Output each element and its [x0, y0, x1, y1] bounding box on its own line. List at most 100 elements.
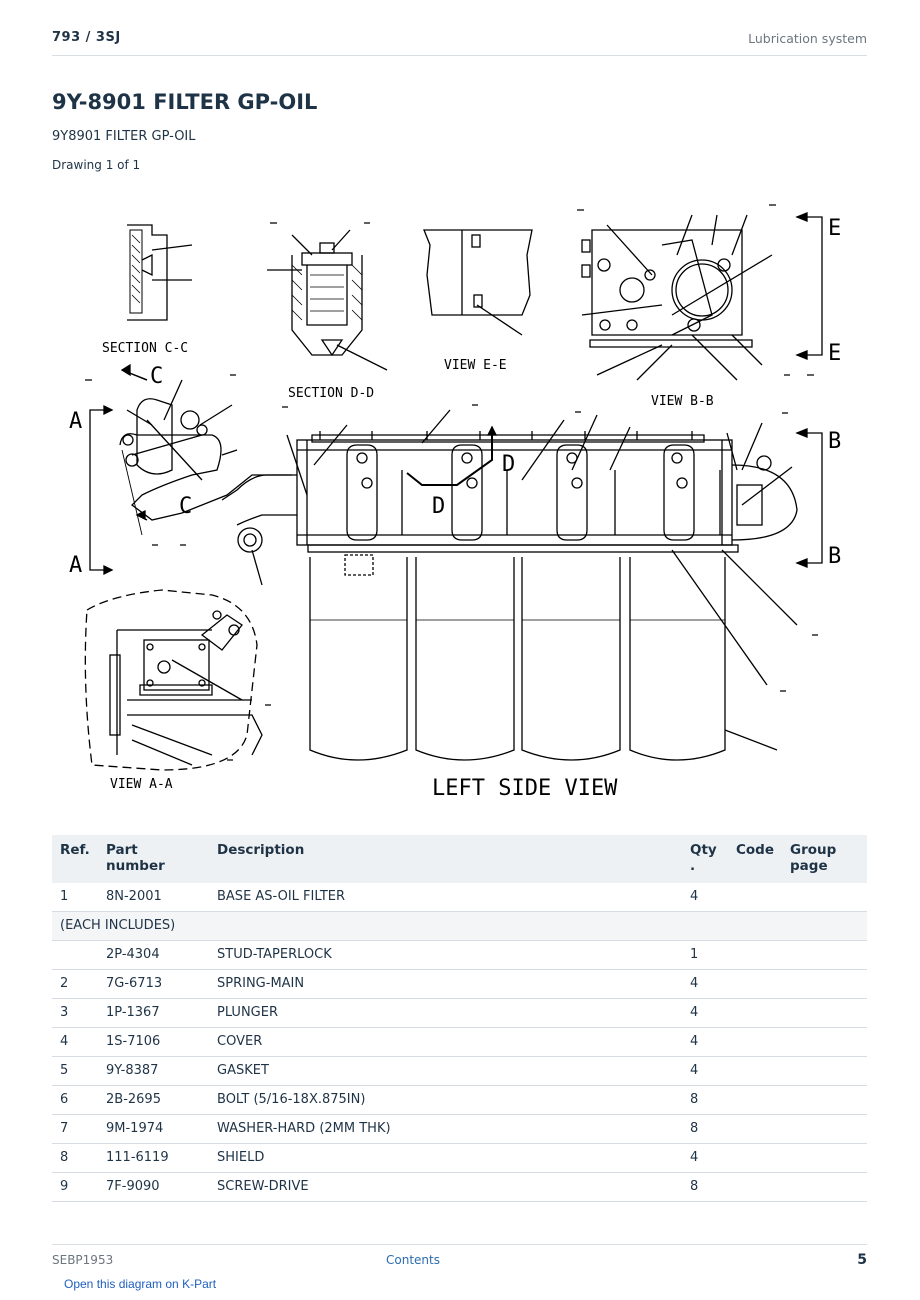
open-kpart-link[interactable]: Open this diagram on K-Part — [64, 1277, 217, 1291]
table-note-row: (EACH INCLUDES) — [52, 911, 867, 941]
cell-ref: 8 — [52, 1143, 98, 1173]
cell-code — [728, 1027, 783, 1057]
view-ee-label: VIEW E-E — [444, 358, 507, 373]
a-top-label: A — [69, 409, 82, 434]
cell-ref: 7 — [52, 1114, 98, 1144]
cell-group-page — [782, 1056, 867, 1086]
cell-description: WASHER-HARD (2MM THK) — [209, 1114, 682, 1144]
view-ee-drawing — [423, 229, 533, 336]
cell-ref: 4 — [52, 1027, 98, 1057]
page-number: 5 — [857, 1252, 867, 1268]
b-bottom-label: B — [828, 544, 841, 569]
col-qty: Qty . — [682, 835, 728, 883]
cell-group-page — [782, 1143, 867, 1173]
cell-qty: 8 — [682, 1085, 728, 1115]
e-top-label: E — [828, 216, 841, 241]
cell-qty: 4 — [682, 1027, 728, 1057]
cell-code — [728, 1172, 783, 1202]
cell-ref: 6 — [52, 1085, 98, 1115]
cell-group-page — [782, 1027, 867, 1057]
cell-description: SCREW-DRIVE — [209, 1172, 682, 1202]
view-aa-label: VIEW A-A — [110, 777, 173, 792]
cell-part-number: 1S-7106 — [98, 1027, 209, 1057]
cell-part-number: 8N-2001 — [98, 883, 209, 912]
cell-description: PLUNGER — [209, 998, 682, 1028]
cell-description: STUD-TAPERLOCK — [209, 940, 682, 970]
cell-qty: 4 — [682, 1143, 728, 1173]
cell-ref: 2 — [52, 969, 98, 999]
cell-qty: 4 — [682, 883, 728, 912]
cell-part-number: 2B-2695 — [98, 1085, 209, 1115]
c-bottom-label: C — [179, 494, 192, 519]
model-breadcrumb: 793 / 3SJ — [52, 30, 121, 45]
cell-description: BOLT (5/16-18X.875IN) — [209, 1085, 682, 1115]
table-row: 2P-4304 STUD-TAPERLOCK 1 — [52, 940, 867, 970]
cell-part-number: 7G-6713 — [98, 969, 209, 999]
table-row: 3 1P-1367 PLUNGER 4 — [52, 998, 867, 1028]
section-name: Lubrication system — [748, 31, 867, 46]
cell-qty: 4 — [682, 998, 728, 1028]
cell-group-page — [782, 969, 867, 999]
table-row: 2 7G-6713 SPRING-MAIN 4 — [52, 969, 867, 999]
cell-code — [728, 1114, 783, 1144]
col-ref: Ref. — [52, 835, 98, 883]
e-bottom-label: E — [828, 341, 841, 366]
cell-code — [728, 883, 783, 912]
drawing-number: Drawing 1 of 1 — [52, 158, 141, 172]
cell-qty: 8 — [682, 1172, 728, 1202]
view-bb-drawing — [577, 204, 814, 381]
table-header-row: Ref. Part number Description Qty . Code … — [52, 835, 867, 883]
section-cc-label: SECTION C-C — [102, 341, 188, 356]
col-group-page: Group page — [782, 835, 867, 883]
d-right-label: D — [502, 452, 515, 477]
cell-group-page — [782, 1172, 867, 1202]
cell-group-page — [782, 1085, 867, 1115]
parts-diagram[interactable]: SECTION C-C SECTION D-D VIEW E-E VIEW B-… — [52, 195, 867, 815]
section-cc-drawing — [127, 224, 193, 321]
a-bottom-label: A — [69, 553, 82, 578]
cell-note: (EACH INCLUDES) — [52, 911, 867, 941]
col-part-number: Part number — [98, 835, 209, 883]
contents-link[interactable]: Contents — [386, 1253, 440, 1267]
table-row: 8 111-6119 SHIELD 4 — [52, 1143, 867, 1173]
a-markers — [89, 404, 114, 576]
view-bb-label: VIEW B-B — [651, 394, 714, 409]
cell-part-number: 9Y-8387 — [98, 1056, 209, 1086]
section-dd-drawing — [267, 222, 388, 371]
section-dd-label: SECTION D-D — [288, 386, 374, 401]
cell-code — [728, 940, 783, 970]
cell-part-number: 2P-4304 — [98, 940, 209, 970]
table-row: 6 2B-2695 BOLT (5/16-18X.875IN) 8 — [52, 1085, 867, 1115]
c-top-label: C — [150, 364, 163, 389]
cell-description: GASKET — [209, 1056, 682, 1086]
cell-code — [728, 1056, 783, 1086]
cell-description: COVER — [209, 1027, 682, 1057]
cell-ref: 5 — [52, 1056, 98, 1086]
cell-qty: 4 — [682, 969, 728, 999]
cell-qty: 4 — [682, 1056, 728, 1086]
cell-description: BASE AS-OIL FILTER — [209, 883, 682, 912]
page-title: 9Y-8901 FILTER GP-OIL — [52, 90, 318, 114]
cell-ref: 9 — [52, 1172, 98, 1202]
parts-table: Ref. Part number Description Qty . Code … — [52, 835, 867, 1202]
cell-group-page — [782, 883, 867, 912]
b-top-label: B — [828, 429, 841, 454]
cell-code — [728, 1143, 783, 1173]
b-markers — [795, 428, 823, 568]
cell-code — [728, 998, 783, 1028]
cell-ref: 3 — [52, 998, 98, 1028]
cell-part-number: 111-6119 — [98, 1143, 209, 1173]
cell-code — [728, 1085, 783, 1115]
cell-ref: 1 — [52, 883, 98, 912]
header-divider — [52, 55, 867, 56]
cell-description: SPRING-MAIN — [209, 969, 682, 999]
cell-part-number: 9M-1974 — [98, 1114, 209, 1144]
col-description: Description — [209, 835, 682, 883]
table-row: 1 8N-2001 BASE AS-OIL FILTER 4 — [52, 883, 867, 912]
cell-ref — [52, 940, 98, 970]
cell-part-number: 1P-1367 — [98, 998, 209, 1028]
table-row: 5 9Y-8387 GASKET 4 — [52, 1056, 867, 1086]
table-row: 4 1S-7106 COVER 4 — [52, 1027, 867, 1057]
table-row: 9 7F-9090 SCREW-DRIVE 8 — [52, 1172, 867, 1202]
cell-description: SHIELD — [209, 1143, 682, 1173]
